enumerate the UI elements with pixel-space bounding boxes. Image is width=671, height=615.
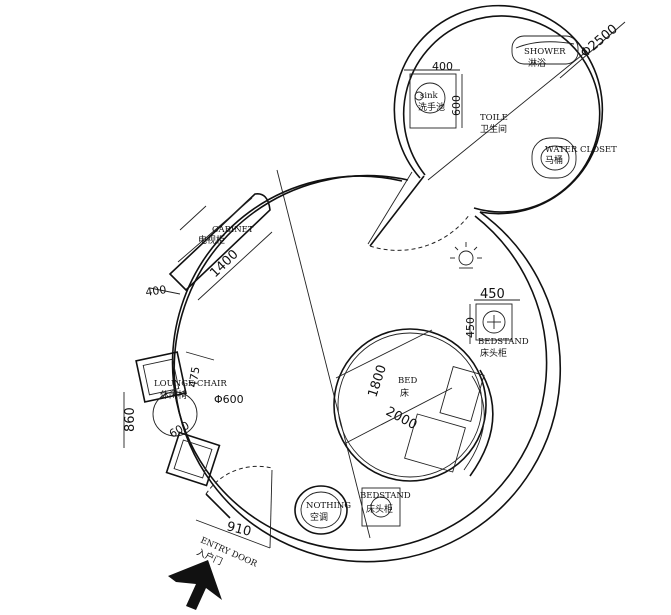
ac-unit-fixture	[294, 485, 348, 535]
main-room-walls	[171, 174, 562, 563]
sink-width-label: 400	[432, 60, 453, 73]
lounge-chair-label-zh: 休闲椅	[160, 389, 187, 401]
light-icon	[450, 242, 482, 269]
shower-fixture	[511, 35, 579, 65]
sink-label: sink	[420, 91, 439, 101]
water-closet-label-zh: 马桶	[545, 154, 563, 166]
bedstand-right-fixture	[469, 299, 520, 344]
bedstand-w-label: 450	[480, 287, 505, 302]
cabinet-fixture	[149, 193, 273, 301]
bedstand-right-label-zh: 床头柜	[480, 347, 507, 359]
water-closet-label: WATER CLOSET	[545, 145, 617, 155]
bedstand-h-label: 450	[464, 317, 477, 338]
cabinet-depth-label: 400	[145, 283, 168, 299]
chair-depth-label: 860	[123, 407, 138, 432]
sink-label-zh: 洗手池	[418, 101, 445, 113]
shower-label-zh: 淋浴	[528, 57, 546, 69]
bed-length-label: 2000	[383, 404, 419, 433]
entry-arrow-icon	[168, 560, 222, 610]
table-diameter-label: Φ600	[214, 393, 244, 406]
lounge-chair-label: LOUNGE CHAIR	[154, 379, 227, 389]
shower-label: SHOWER	[524, 47, 566, 57]
toilet-room-label-zh: 卫生间	[480, 123, 507, 135]
sink-fixture	[404, 69, 463, 129]
bedstand-bottom-fixture	[361, 487, 401, 527]
toilet-room-label: TOILE	[480, 113, 508, 123]
bed-fixture	[333, 328, 494, 482]
toilet-diameter-label: Φ2500	[578, 22, 621, 61]
water-closet-fixture	[531, 137, 577, 179]
lounge-chair-fixtures	[123, 351, 221, 487]
bed-label-zh: 床	[400, 387, 409, 399]
nothing-label: NOTHING	[306, 501, 351, 511]
entry-door	[195, 465, 273, 549]
bedstand-bottom-label: BEDSTAND	[360, 491, 411, 501]
bedstand-right-label: BEDSTAND	[478, 337, 529, 347]
bathroom-door	[367, 171, 471, 251]
cabinet-label: CABINET	[212, 225, 254, 235]
bed-label: BED	[398, 376, 417, 386]
bed-width-label: 1800	[366, 363, 390, 399]
bedstand-bottom-label-zh: 床头柜	[366, 503, 393, 515]
bath-diameter-dim: Φ2500	[559, 21, 626, 79]
bath-diameter-line	[427, 50, 588, 181]
chair-width-label: 475	[186, 366, 202, 389]
sink-height-label: 600	[450, 95, 463, 116]
main-diameter-line	[276, 169, 371, 539]
door-width-label: 910	[225, 519, 253, 540]
nothing-label-zh: 空调	[310, 511, 328, 523]
cabinet-label-zh: 电视柜	[198, 234, 225, 246]
bathroom-walls	[393, 4, 604, 215]
